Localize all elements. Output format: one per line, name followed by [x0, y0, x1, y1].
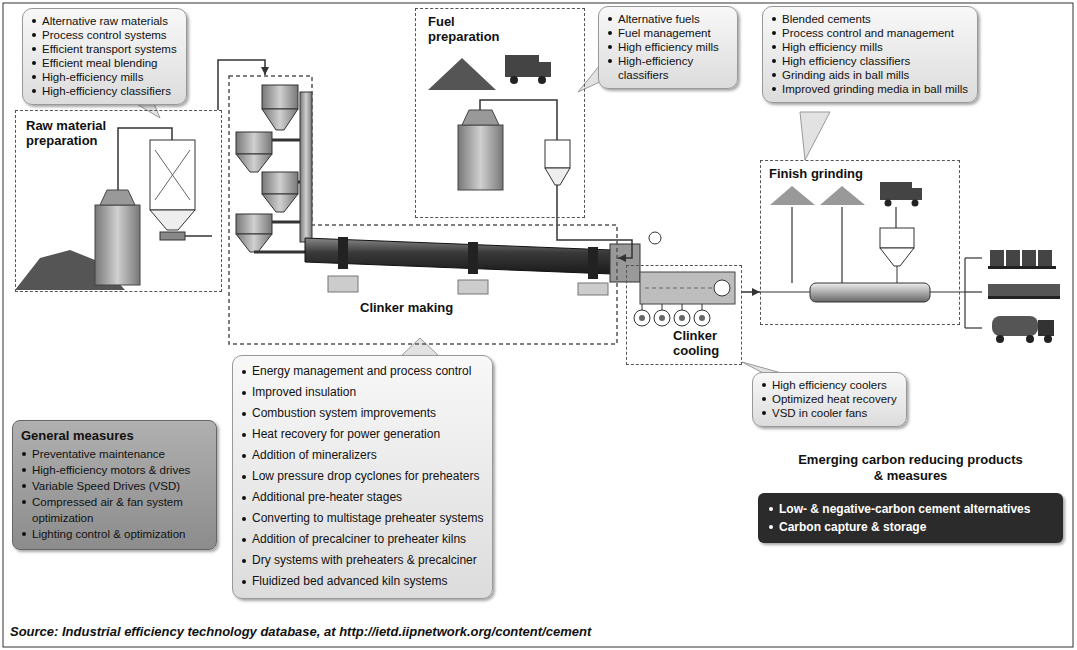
bullet-item: High efficiency mills	[607, 40, 728, 54]
process-region: Fuel preparation	[415, 8, 585, 218]
source-caption: Source: Industrial efficiency technology…	[10, 624, 591, 639]
bullet-item: VSD in cooler fans	[761, 406, 897, 420]
region-label: Fuel preparation	[428, 14, 498, 44]
bullet-item: Energy management and process control	[241, 361, 483, 382]
process-region: Clinker cooling	[626, 265, 742, 365]
bullet-item: Converting to multistage preheater syste…	[241, 508, 483, 529]
bullet-item: Grinding aids in ball mills	[771, 68, 968, 82]
bullet-item: High-efficiency mills	[31, 70, 177, 84]
bullet-item: Carbon capture & storage	[768, 518, 1053, 536]
bullet-item: High-efficiency motors & drives	[21, 462, 208, 478]
process-region: Raw material preparation	[15, 110, 222, 292]
bullet-item: Alternative fuels	[607, 12, 728, 26]
measures-callout: Blended cementsProcess control and manag…	[762, 6, 978, 103]
bullet-item: Lighting control & optimization	[21, 526, 208, 542]
measures-callout: Alternative raw materialsProcess control…	[22, 8, 187, 105]
bullet-item: Dry systems with preheaters & precalcine…	[241, 550, 483, 571]
bullet-item: Fuel management	[607, 26, 728, 40]
bullet-item: Preventative maintenance	[21, 446, 208, 462]
bullet-item: Heat recovery for power generation	[241, 424, 483, 445]
bullet-item: Process control systems	[31, 28, 177, 42]
measures-callout: Alternative fuelsFuel managementHigh eff…	[598, 6, 738, 89]
general-measures-box: General measuresPreventative maintenance…	[12, 420, 217, 550]
bullet-item: Efficient meal blending	[31, 56, 177, 70]
bullet-item: Compressed air & fan system optimization	[21, 494, 208, 526]
bullet-item: High-efficiency classifiers	[607, 54, 728, 82]
measures-callout: High efficiency coolersOptimized heat re…	[752, 372, 907, 427]
bullet-item: Efficient transport systems	[31, 42, 177, 56]
bullet-item: High-efficiency classifiers	[31, 84, 177, 98]
bullet-item: Process control and management	[771, 26, 968, 40]
bullet-item: High efficiency classifiers	[771, 54, 968, 68]
emerging-measures-box: Emerging carbon reducing products & meas…	[758, 452, 1063, 543]
box-heading: Emerging carbon reducing products & meas…	[796, 452, 1026, 484]
bullet-item: High efficiency coolers	[761, 378, 897, 392]
bullet-item: Low pressure drop cyclones for preheater…	[241, 466, 483, 487]
bullet-item: Combustion system improvements	[241, 403, 483, 424]
bullet-item: Additional pre-heater stages	[241, 487, 483, 508]
bullet-item: Addition of mineralizers	[241, 445, 483, 466]
region-label: Clinker making	[360, 300, 480, 315]
region-label: Finish grinding	[769, 166, 909, 181]
flow-connector	[557, 218, 632, 258]
bullet-item: Low- & negative-carbon cement alternativ…	[768, 500, 1053, 518]
bullet-item: Optimized heat recovery	[761, 392, 897, 406]
process-region: Finish grinding	[760, 160, 960, 325]
bullet-item: High efficiency mills	[771, 40, 968, 54]
bullet-item: Blended cements	[771, 12, 968, 26]
region-label: Raw material preparation	[26, 118, 146, 148]
bullet-item: Addition of precalciner to preheater kil…	[241, 529, 483, 550]
bullet-item: Improved grinding media in ball mills	[771, 82, 968, 96]
box-heading: General measures	[21, 427, 208, 444]
dark-panel: Low- & negative-carbon cement alternativ…	[758, 493, 1063, 543]
bullet-item: Fluidized bed advanced kiln systems	[241, 571, 483, 592]
bullet-item: Alternative raw materials	[31, 14, 177, 28]
flow-connector	[742, 291, 760, 293]
region-label: Clinker cooling	[673, 328, 737, 358]
bullet-item: Variable Speed Drives (VSD)	[21, 478, 208, 494]
measures-callout: Energy management and process controlImp…	[232, 355, 493, 599]
process-region: Clinker making	[228, 75, 618, 345]
flow-connector	[218, 60, 265, 110]
bullet-item: Improved insulation	[241, 382, 483, 403]
